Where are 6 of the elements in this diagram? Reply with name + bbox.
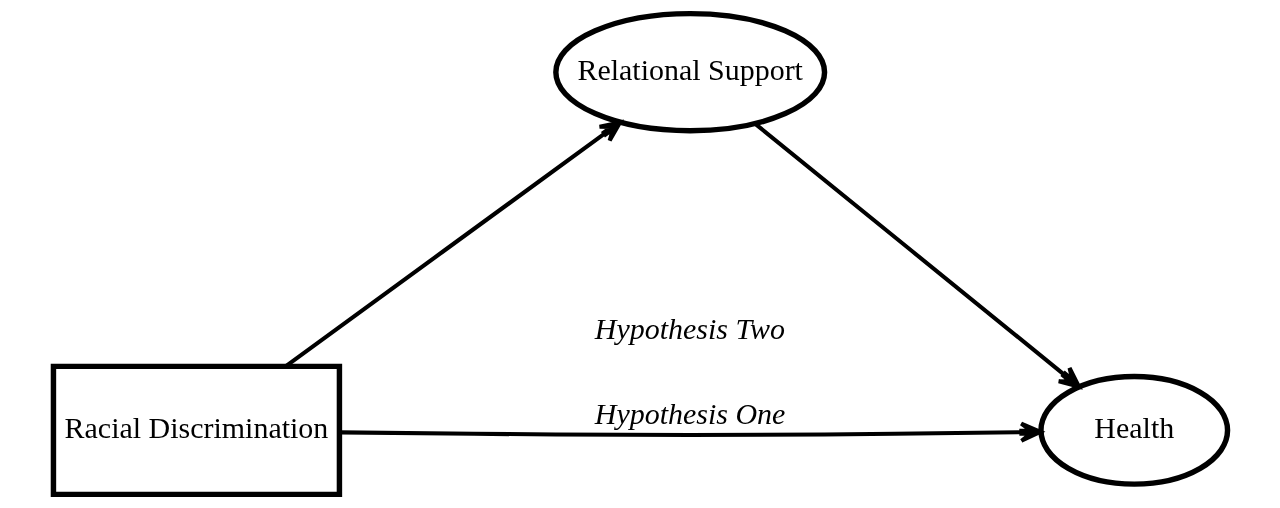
- edge-label: Hypothesis One: [594, 397, 785, 431]
- label: Hypothesis Two: [594, 311, 785, 345]
- node-box: Racial Discrimination: [50, 363, 342, 498]
- arrow: [753, 122, 1081, 389]
- node-ellipse: Relational Support: [552, 10, 827, 134]
- node-ellipse: Health: [1037, 373, 1230, 487]
